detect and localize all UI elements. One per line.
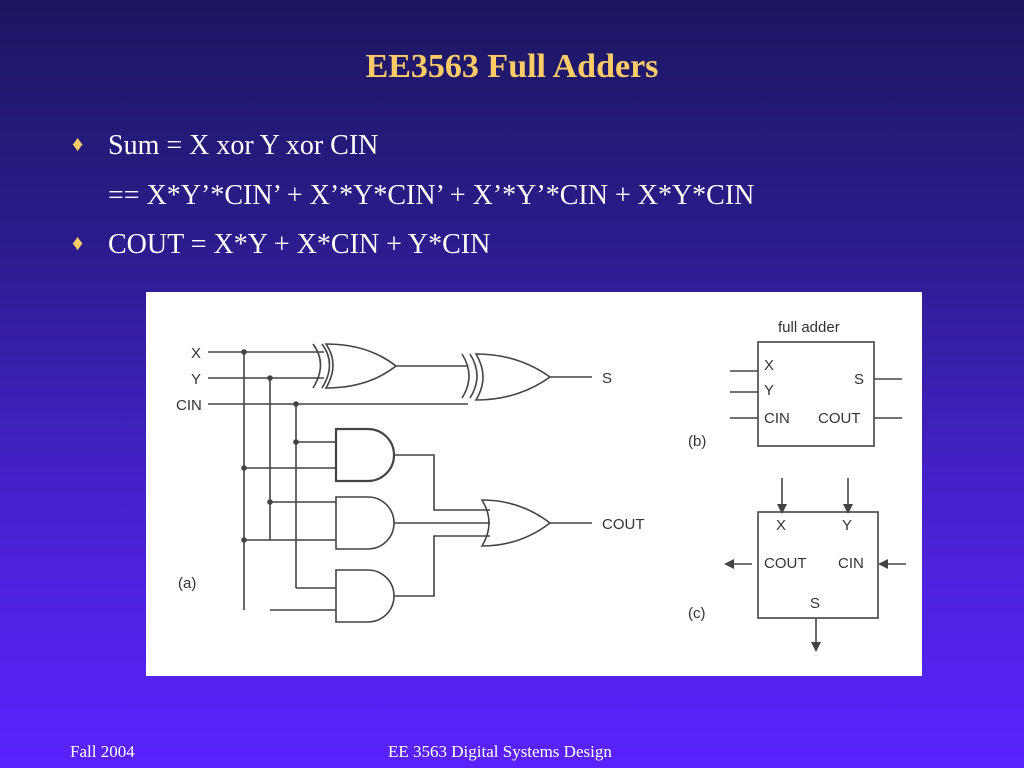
- output-s-label: S: [602, 370, 612, 387]
- block-c-cout: COUT: [764, 555, 807, 572]
- block-b-title: full adder: [778, 319, 840, 336]
- label-c: (c): [688, 605, 706, 622]
- bullet-cout-text: COUT = X*Y + X*CIN + Y*CIN: [108, 229, 491, 260]
- diamond-bullet-icon: ♦: [72, 131, 84, 156]
- output-cout-label: COUT: [602, 516, 645, 533]
- block-c-y: Y: [842, 517, 852, 534]
- input-cin-label: CIN: [176, 397, 202, 414]
- full-adder-diagram: X Y CIN S COUT (a) full adder X Y CIN S …: [146, 292, 922, 676]
- slide-title: EE3563 Full Adders: [365, 48, 659, 85]
- block-b-x: X: [764, 357, 774, 374]
- block-c-cin: CIN: [838, 555, 864, 572]
- label-a: (a): [178, 575, 196, 592]
- block-c-x: X: [776, 517, 786, 534]
- bullet-sum: ♦ Sum = X xor Y xor CIN: [72, 130, 378, 162]
- block-c-s: S: [810, 595, 820, 612]
- bullet-sum-text: Sum = X xor Y xor CIN: [108, 130, 379, 161]
- footer-course: EE 3563 Digital Systems Design: [388, 742, 612, 761]
- diamond-bullet-icon: ♦: [72, 230, 84, 255]
- block-b-y: Y: [764, 382, 774, 399]
- full-adder-svg: X Y CIN S COUT (a) full adder X Y CIN S …: [176, 319, 906, 652]
- block-b-s: S: [854, 371, 864, 388]
- bullet-sum-expansion: == X*Y’*CIN’ + X’*Y*CIN’ + X’*Y’*CIN + X…: [108, 180, 755, 211]
- block-b-cin: CIN: [764, 410, 790, 427]
- input-y-label: Y: [191, 371, 201, 388]
- bullet-cout: ♦ COUT = X*Y + X*CIN + Y*CIN: [72, 229, 490, 261]
- input-x-label: X: [191, 345, 201, 362]
- footer-date: Fall 2004: [70, 742, 135, 761]
- block-b-cout: COUT: [818, 410, 861, 427]
- label-b: (b): [688, 433, 706, 450]
